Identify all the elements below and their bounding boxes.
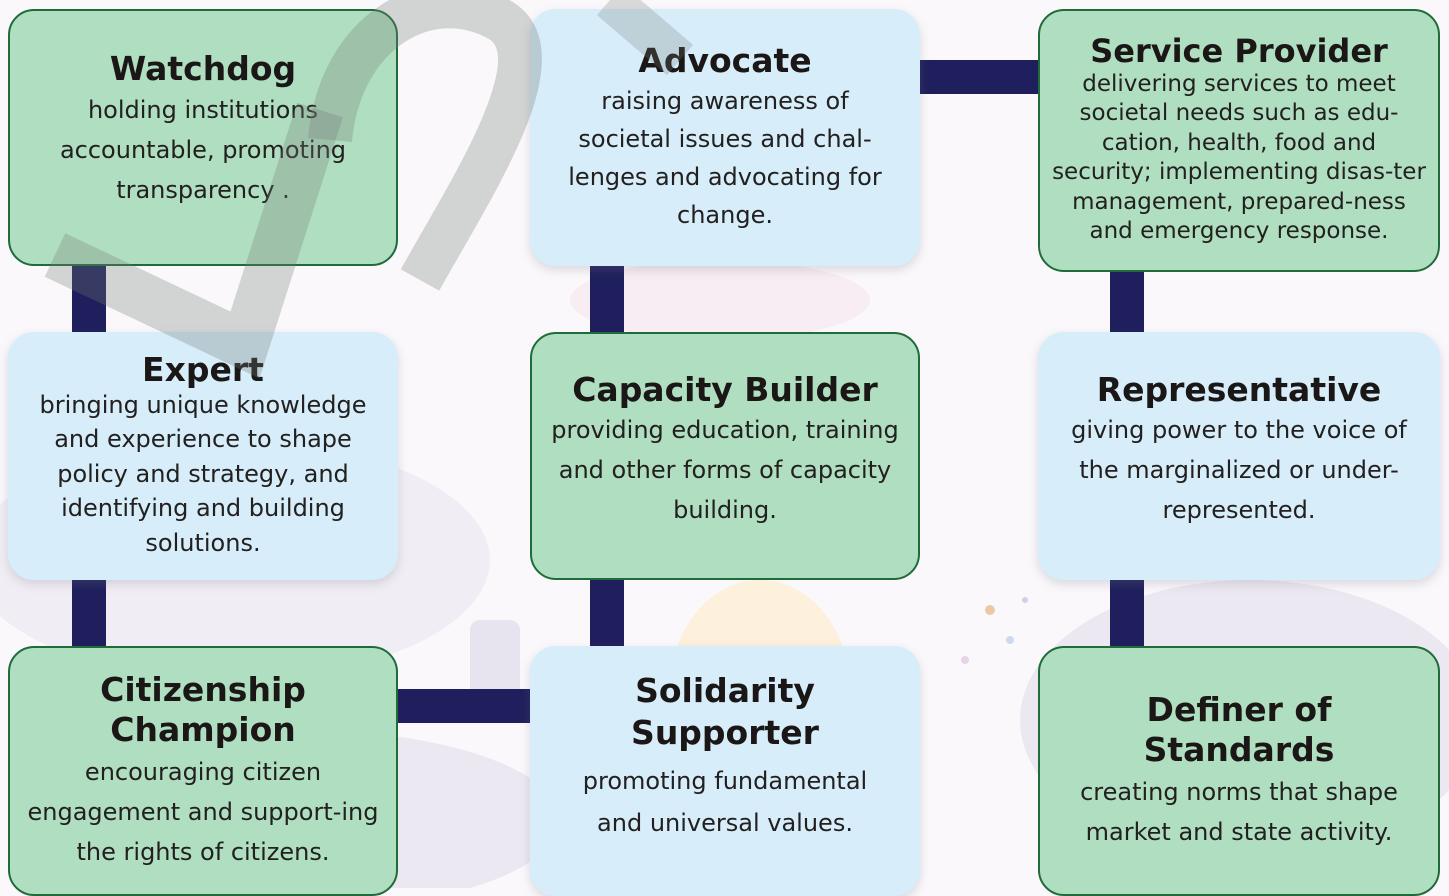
role-card-capacity-builder: Capacity Builder providing education, tr… — [530, 332, 920, 580]
role-card-expert: Expert bringing unique knowledge and exp… — [8, 332, 398, 580]
role-description: bringing unique knowledge and experience… — [39, 390, 367, 557]
role-card-solidarity-supporter: Solidarity Supporter promoting fundament… — [530, 646, 920, 896]
role-description: creating norms that shape market and sta… — [1080, 778, 1398, 846]
role-title: Capacity Builder — [572, 369, 878, 409]
connector-citizenship-solidarity — [394, 689, 534, 723]
role-description: promoting fundamental and universal valu… — [582, 767, 868, 837]
role-title: Advocate — [638, 41, 812, 81]
connector-representative-definer — [1110, 576, 1144, 650]
role-card-watchdog: Watchdog holding institutions accountabl… — [8, 9, 398, 266]
role-title: Watchdog — [109, 49, 297, 89]
role-card-representative: Representative giving power to the voice… — [1038, 332, 1440, 580]
connector-expert-citizenship — [72, 576, 106, 650]
connector-service-representative — [1110, 268, 1144, 336]
role-description: holding institutions accountable, promot… — [59, 95, 347, 204]
role-title: Expert — [142, 349, 264, 389]
connector-advocate-service — [914, 60, 1042, 94]
role-title: Citizenship Champion — [100, 670, 306, 749]
role-title: Definer of Standards — [1143, 690, 1335, 769]
role-title: Representative — [1096, 369, 1382, 409]
role-title: Service Provider — [1090, 32, 1388, 71]
connector-advocate-capacity — [590, 262, 624, 336]
connector-capacity-solidarity — [590, 576, 624, 650]
connector-watchdog-expert — [72, 262, 106, 336]
role-card-citizenship-champion: Citizenship Champion encouraging citizen… — [8, 646, 398, 896]
role-card-definer-of-standards: Definer of Standards creating norms that… — [1038, 646, 1440, 896]
role-description: raising awareness of societal issues and… — [568, 86, 882, 229]
role-card-advocate: Advocate raising awareness of societal i… — [530, 9, 920, 266]
role-description: encouraging citizen engagement and suppo… — [27, 758, 379, 866]
role-description: giving power to the voice of the margina… — [1071, 416, 1407, 525]
role-description: providing education, training and other … — [551, 416, 899, 525]
role-card-service-provider: Service Provider delivering services to … — [1038, 9, 1440, 272]
role-title: Solidarity Supporter — [631, 671, 819, 752]
role-description: delivering services to meet societal nee… — [1052, 70, 1426, 245]
